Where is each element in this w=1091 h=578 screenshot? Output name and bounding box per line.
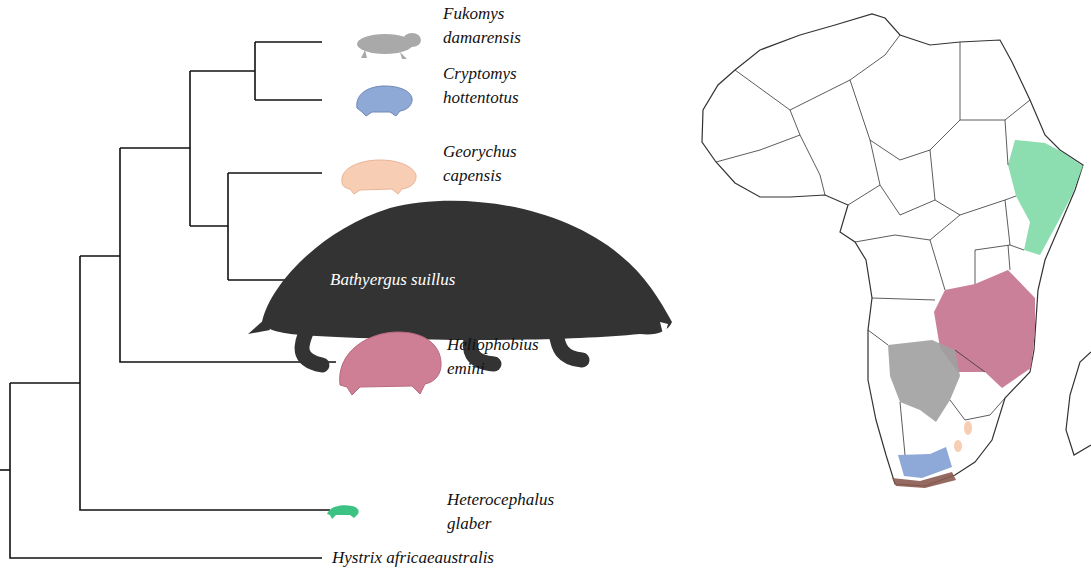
heliophobius-silhouette	[340, 332, 441, 395]
africa-map	[702, 14, 1091, 488]
species-name: Bathyergus suillus	[330, 268, 455, 292]
species-name: Cryptomys hottentotus	[443, 62, 543, 110]
heterocephalus-silhouette	[327, 505, 359, 519]
range-bathyergus	[892, 472, 956, 488]
range-georychus	[954, 440, 962, 452]
species-name: Heliophobius emini	[447, 333, 557, 381]
georychus-silhouette	[342, 160, 416, 194]
country-borders	[716, 35, 1030, 455]
cryptomys-silhouette	[357, 86, 412, 116]
range-cryptomys	[898, 447, 952, 478]
species-name: Hystrix africaeaustralis	[332, 546, 494, 570]
fukomys-silhouette	[357, 33, 421, 59]
range-georychus	[964, 421, 972, 435]
range-heterocephalus	[1008, 140, 1083, 255]
species-name: Heterocephalus glaber	[447, 488, 572, 536]
continent-outline	[702, 14, 1083, 486]
range-fukomys	[888, 340, 960, 422]
species-name: Fukomys damarensis	[443, 2, 543, 50]
species-name: Georychus capensis	[443, 140, 543, 188]
madagascar-outline	[1066, 352, 1091, 455]
